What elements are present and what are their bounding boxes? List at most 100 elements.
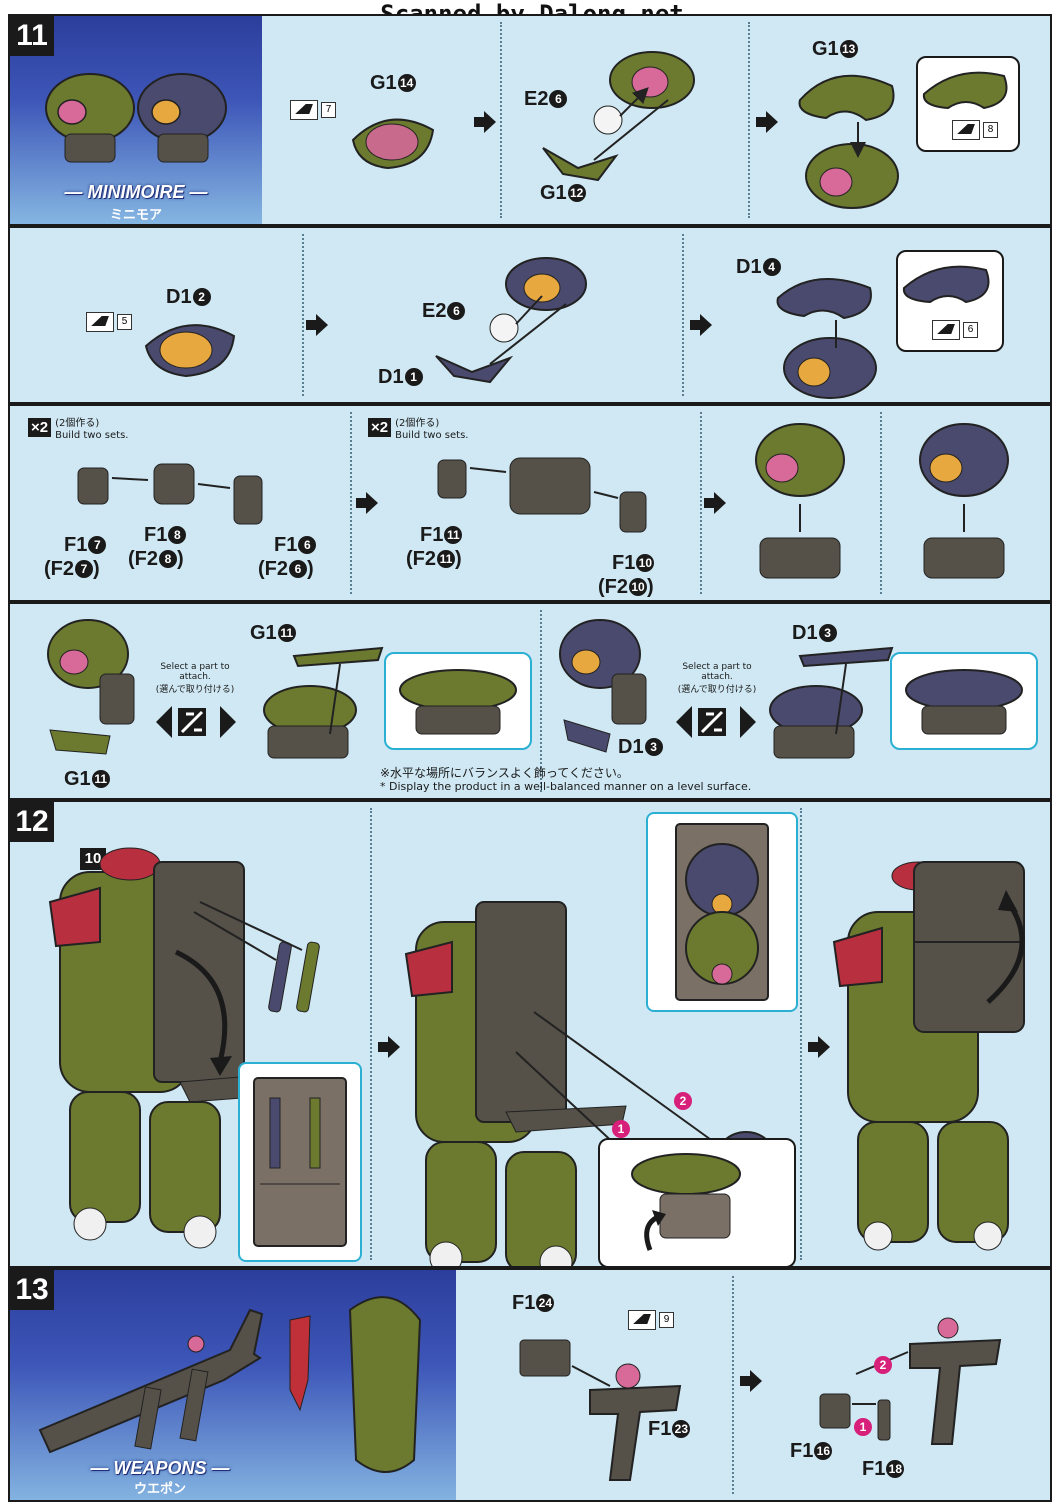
choice-icon: [676, 706, 756, 738]
divider: [370, 808, 372, 1260]
banner-title: — MINIMOIRE —: [64, 182, 208, 202]
insert-guide-line: [533, 1011, 715, 1143]
banner-subtitle: ミニモア: [109, 208, 162, 223]
body-closed-backpack: [832, 861, 1025, 1251]
next-arrow: [756, 111, 778, 133]
minimoire-green-attached: [263, 646, 384, 759]
weapons-illustration: [38, 1296, 422, 1473]
select-part-note: Select a part to attach.(選んで取り付ける): [677, 662, 757, 695]
detail-inset: [384, 652, 532, 750]
minimoire-purple: [559, 619, 647, 753]
step-number-13: 13: [10, 1270, 54, 1310]
assembly-illustration: [776, 278, 877, 399]
minimoire-banner: 11 — MINIMOIRE — ミニモア: [10, 16, 262, 224]
banner-title: — WEAPONS —: [90, 1458, 230, 1478]
sticker-icon: [86, 312, 114, 332]
weapons-banner: 13 — WEAPONS — ウエポン: [10, 1270, 456, 1500]
detail-inset: 8: [916, 56, 1020, 152]
divider: [302, 234, 304, 396]
divider: [700, 412, 702, 594]
build-two-sets-note: ×2 (2個作る)Build two sets.: [368, 418, 468, 442]
detail-inset: 6: [896, 250, 1004, 352]
step-marker-1: 1: [612, 1120, 630, 1138]
build-two-sets-note: ×2 (2個作る)Build two sets.: [28, 418, 128, 442]
leg-parts: [437, 457, 647, 533]
next-arrow: [740, 1370, 762, 1392]
minimoire-purple-assembly: [919, 423, 1009, 579]
body-open-backpack: [48, 847, 320, 1249]
step-number-12: 12: [10, 802, 54, 842]
step12-panel: 12 10: [8, 800, 1052, 1268]
handgun-assembly: [819, 1317, 1002, 1445]
sticker-marker: 9: [628, 1310, 674, 1330]
next-arrow: [690, 314, 712, 336]
sticker-marker: 6: [932, 320, 978, 340]
assembly-illustration: [542, 51, 695, 182]
reference-step-10: 10: [80, 848, 106, 870]
detail-inset: [238, 1062, 362, 1262]
body-insert-minimoire: [404, 901, 679, 1266]
minimoire-green-assembly: [755, 423, 845, 579]
step-marker-2: 2: [874, 1356, 892, 1374]
assembly-illustration: [798, 74, 899, 209]
next-arrow: [356, 492, 378, 514]
divider: [500, 22, 502, 218]
next-arrow: [704, 492, 726, 514]
next-arrow: [808, 1036, 830, 1058]
sticker-icon: [952, 120, 980, 140]
step-number-11: 11: [10, 16, 54, 56]
next-arrow: [474, 111, 496, 133]
divider: [540, 610, 542, 792]
detail-inset: [890, 652, 1038, 750]
handgun-parts: [519, 1339, 682, 1481]
sticker-marker: 8: [952, 120, 998, 140]
sticker-icon: [290, 100, 318, 120]
sticker-icon: [628, 1310, 656, 1330]
minimoire-green: [47, 619, 135, 755]
divider: [682, 234, 684, 396]
sticker-marker: 7: [290, 100, 336, 120]
step-marker-2: 2: [674, 1092, 692, 1110]
divider: [800, 808, 802, 1260]
choice-icon: [156, 706, 236, 738]
banner-subtitle: ウエポン: [133, 1482, 186, 1497]
shell-part: [144, 324, 236, 378]
minimoire-illustration: [45, 73, 227, 163]
assembly-illustration: [435, 257, 587, 384]
detail-inset-bottom: [598, 1138, 796, 1266]
minimoire-purple-attached: [769, 646, 894, 759]
display-note-en: * Display the product in a well-balanced…: [380, 780, 752, 793]
divider: [748, 22, 750, 218]
divider: [350, 412, 352, 594]
select-part-note: Select a part to attach.(選んで取り付ける): [155, 662, 235, 695]
next-arrow: [306, 314, 328, 336]
